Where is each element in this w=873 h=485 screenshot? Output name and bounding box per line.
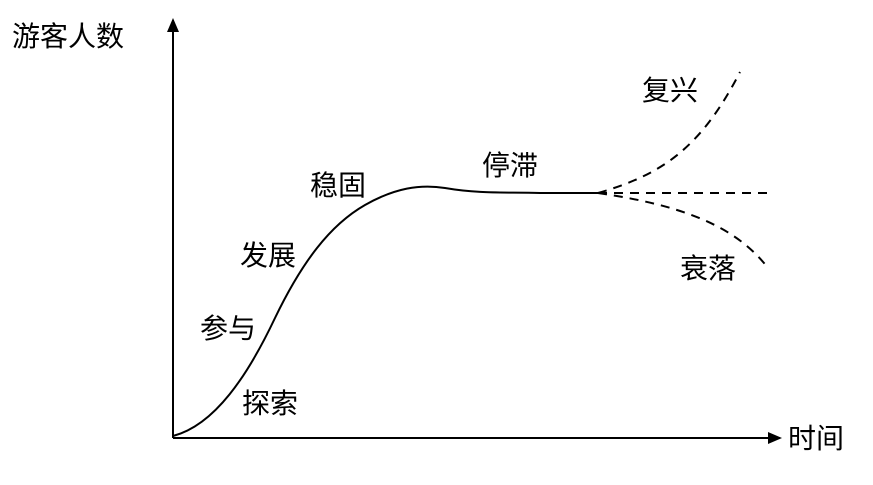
stage-label-decline: 衰落 — [680, 252, 736, 285]
stage-label-rejuvenate: 复兴 — [642, 74, 698, 107]
lifecycle-curve — [172, 185, 598, 437]
stage-label-develop: 发展 — [240, 239, 296, 272]
y-axis-label: 游客人数 — [12, 20, 124, 53]
stage-label-involve: 参与 — [200, 312, 256, 345]
rejuvenation-branch — [597, 71, 741, 194]
stage-label-stagnate: 停滞 — [482, 149, 538, 182]
x-axis-label: 时间 — [788, 422, 844, 455]
stage-label-explore: 探索 — [242, 387, 298, 420]
stage-label-consolidate: 稳固 — [310, 169, 366, 202]
